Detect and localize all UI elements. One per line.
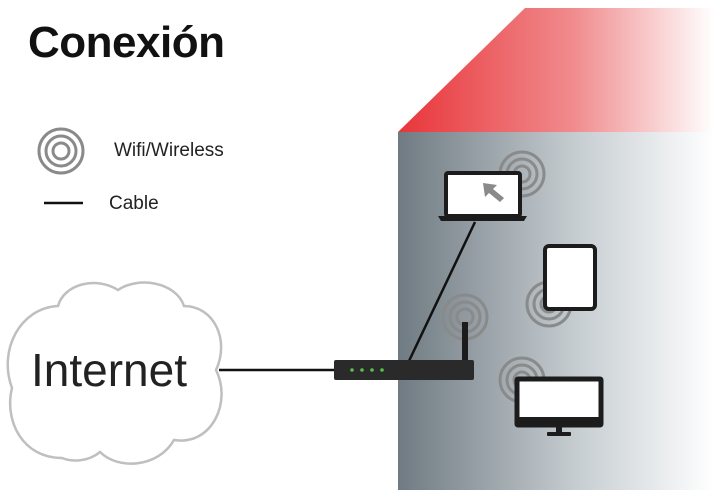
house-roof [398,8,714,132]
page-title: Conexión [28,18,225,67]
legend-wifi-icon [37,127,85,175]
cable-router-laptop [407,221,477,362]
legend-cable-label: Cable [109,193,159,214]
router-icon [334,322,474,380]
laptop-icon [438,171,527,221]
legend-wifi-label: Wifi/Wireless [114,140,224,161]
monitor-icon [514,376,604,436]
tablet-icon [543,244,597,311]
internet-cloud [6,281,223,465]
internet-label: Internet [31,344,187,396]
cursor-arrow-icon [483,183,504,202]
